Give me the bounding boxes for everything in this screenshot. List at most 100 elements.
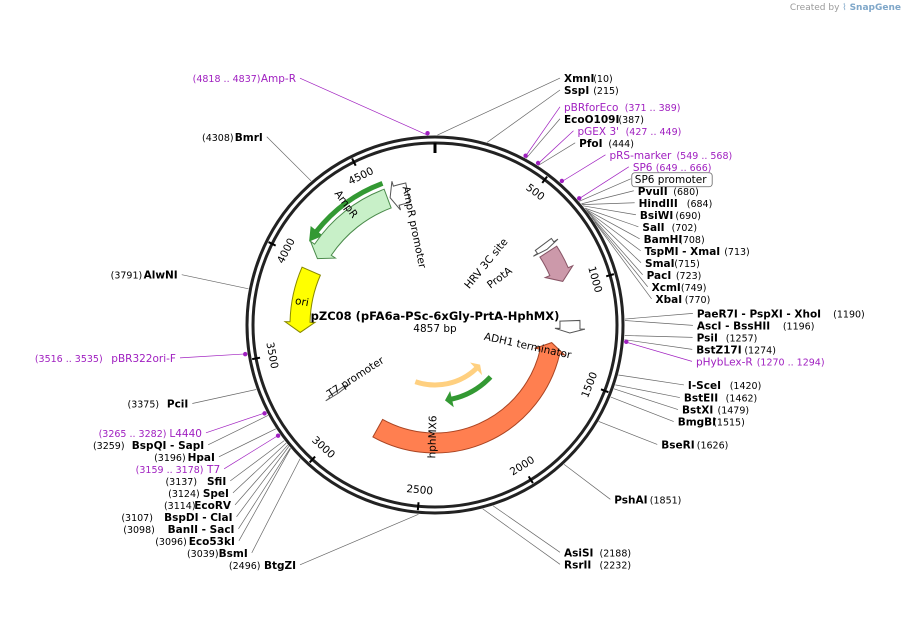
restriction-site-label[interactable]: BspQI - SapI(3259) (93, 440, 204, 452)
site-position: (1420) (730, 381, 762, 392)
restriction-site-label[interactable]: SfiI(3137) (165, 476, 226, 488)
restriction-site-label[interactable]: BstXI(1479) (682, 405, 749, 417)
feature-prota[interactable] (539, 245, 575, 282)
restriction-site-label[interactable]: BmgBI(1515) (678, 417, 745, 429)
primer-label[interactable]: pHybLex-R(1270 .. 1294) (624, 339, 825, 369)
site-position: (1274) (744, 345, 776, 356)
primer-label[interactable]: pBR322ori-F(3516 .. 3535) (35, 351, 248, 365)
leader-line (437, 77, 561, 136)
tick-label: 2500 (406, 483, 434, 497)
restriction-site-label[interactable]: BsiWI(690) (640, 210, 701, 222)
site-position: (649 .. 666) (656, 163, 712, 174)
restriction-site-label[interactable]: EcoO109I(387) (564, 114, 644, 126)
leader-line (525, 118, 561, 159)
primer-label[interactable]: Amp-R(4818 .. 4837) (193, 73, 430, 136)
restriction-site-label[interactable]: TspMI - XmaI(713) (645, 246, 750, 258)
site-name: AsiSI (564, 547, 593, 559)
restriction-site-label[interactable]: SpeI(3124) (168, 488, 229, 500)
tick-label: 3500 (263, 341, 280, 369)
restriction-site-label[interactable]: XbaI(770) (656, 294, 711, 306)
site-name: TspMI - XmaI (645, 246, 721, 258)
primer-label[interactable]: T7(3159 .. 3178) (136, 433, 281, 476)
leader-line (582, 202, 635, 206)
leader-line (223, 434, 280, 470)
feature-adh1-terminator[interactable] (554, 319, 586, 334)
plasmid-size: 4857 bp (413, 323, 457, 335)
restriction-site-label[interactable]: BseRI(1626) (661, 439, 728, 451)
primer-label[interactable]: pGEX 3'(427 .. 449) (535, 126, 681, 166)
site-name: BsiWI (640, 210, 673, 222)
restriction-site-label[interactable]: BmrI(4308) (202, 132, 263, 144)
site-name: PvuII (638, 186, 668, 198)
restriction-site-label[interactable]: BsmI(3039) (187, 548, 248, 560)
primer-label[interactable]: SP6(649 .. 666) (577, 162, 711, 201)
tick-mark (541, 175, 548, 184)
restriction-site-label[interactable]: EcoRV(3114) (164, 500, 232, 512)
restriction-site-label[interactable]: BspDI - ClaI(3107) (121, 512, 232, 524)
restriction-site-label[interactable]: I-SceI (1420) (688, 380, 761, 392)
restriction-site-label[interactable]: SmaI(715) (645, 258, 700, 270)
restriction-site-label[interactable]: PaeR7I - PspXI - XhoI(1190) (697, 308, 865, 320)
restriction-site-label[interactable]: BstZ17I(1274) (696, 344, 776, 356)
restriction-site-label[interactable]: AscI - BssHII(1196) (697, 320, 814, 332)
sp6-promoter-label[interactable]: SP6 promoter (631, 172, 713, 188)
leader-line (598, 421, 658, 445)
leader-line (538, 142, 576, 166)
restriction-site-label[interactable]: SspI(215) (564, 85, 619, 97)
restriction-site-label[interactable]: PacI(723) (647, 270, 702, 282)
site-position: (1515) (713, 418, 745, 429)
restriction-site-label[interactable]: SalI(702) (642, 222, 697, 234)
site-position: (371 .. 389) (625, 103, 681, 114)
leader-line (207, 415, 269, 446)
leader-line (581, 190, 634, 205)
site-position: (444) (608, 139, 634, 150)
restriction-site-label[interactable]: BamHI(708) (644, 234, 705, 246)
restriction-site-label[interactable]: AsiSI(2188) (564, 547, 631, 559)
primer-binding-arrow (444, 375, 493, 408)
restriction-site-label[interactable]: PfoI(444) (579, 138, 634, 150)
restriction-site-label[interactable]: RsrII(2232) (564, 559, 631, 571)
primer-marker (275, 433, 281, 438)
site-position: (3096) (155, 537, 187, 548)
restriction-site-label[interactable]: BtgZI(2496) (229, 560, 296, 572)
leader-line (251, 458, 301, 554)
restriction-site-label[interactable]: PciI(3375) (128, 398, 189, 410)
restriction-site-label[interactable]: HindIII(684) (639, 198, 713, 210)
restriction-site-label[interactable]: PshAI(1851) (614, 494, 681, 506)
leader-line (586, 210, 642, 264)
restriction-site-label[interactable]: XcmI(749) (652, 282, 707, 294)
restriction-site-label[interactable]: XmnI(10) (564, 73, 613, 85)
site-name: I-SceI (688, 380, 721, 392)
leader-line (587, 211, 643, 276)
restriction-site-label[interactable]: BstEII(1462) (684, 393, 757, 405)
leader-line (218, 428, 277, 458)
feature-hrv-3c-site[interactable] (533, 237, 559, 257)
site-name: BamHI (644, 234, 683, 246)
primer-label[interactable]: pBRforEco(371 .. 389) (523, 102, 680, 158)
restriction-site-label[interactable]: PsiI(1257) (697, 332, 758, 344)
leader-line (482, 508, 561, 565)
feature-ampr-promoter[interactable] (389, 181, 411, 211)
feature-hphmx6[interactable] (372, 342, 567, 454)
restriction-site-label[interactable]: Eco53kI(3096) (155, 536, 235, 548)
feature-t7-promoter[interactable] (325, 383, 351, 402)
feature-ori[interactable] (283, 266, 322, 334)
site-name: BtgZI (264, 560, 296, 572)
primer-label[interactable]: L4440(3265 .. 3282) (99, 411, 267, 440)
site-name: Amp-R (261, 73, 296, 85)
restriction-site-label[interactable]: HpaI(3196) (154, 452, 215, 464)
primer-label[interactable]: pRS-marker(549 .. 568) (559, 150, 733, 184)
feature-ampr[interactable] (309, 188, 392, 260)
leader-line (582, 205, 636, 216)
site-name: AlwNI (144, 270, 178, 282)
leader-line (536, 130, 574, 165)
site-position: (3791) (111, 271, 143, 282)
tick-mark (251, 356, 261, 361)
site-position: (1462) (726, 394, 758, 405)
credit-brand: SnapGene (849, 3, 901, 13)
restriction-site-label[interactable]: AlwNI(3791) (111, 270, 178, 282)
restriction-site-label[interactable]: BanII - SacI(3098) (123, 524, 234, 536)
restriction-site-label[interactable]: PvuII(680) (638, 186, 699, 198)
site-position: (1626) (697, 440, 729, 451)
tick-label: 500 (523, 182, 546, 204)
